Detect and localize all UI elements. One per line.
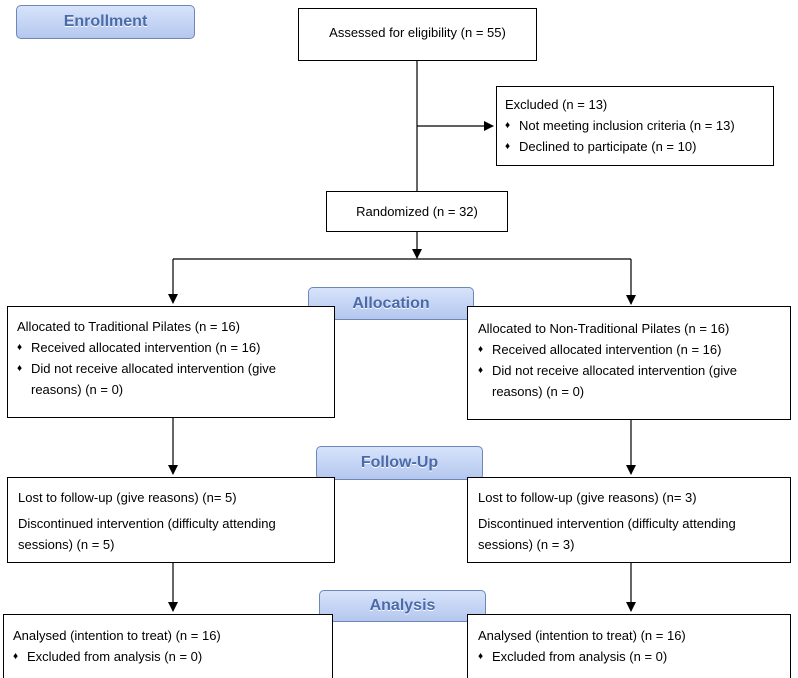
right-allocation-not-received-label: Did not receive allocated intervention (… (492, 363, 737, 399)
randomized-label: Randomized (n = 32) (356, 204, 478, 219)
right-allocation-received: ♦ Received allocated intervention (n = 16… (478, 339, 782, 360)
left-follow-up-discontinued: Discontinued intervention (difficulty at… (18, 516, 276, 552)
right-allocation-received-label: Received allocated intervention (n = 16) (492, 342, 722, 357)
left-analysis-excluded: ♦ Excluded from analysis (n = 0) (13, 646, 324, 667)
assessed-label: Assessed for eligibility (n = 55) (329, 25, 506, 40)
left-allocation-received-label: Received allocated intervention (n = 16) (31, 340, 261, 355)
bullet-icon: ♦ (505, 120, 511, 131)
excluded-item: ♦ Not meeting inclusion criteria (n = 13) (505, 115, 773, 136)
bullet-icon: ♦ (13, 651, 19, 662)
right-analysis-excluded-label: Excluded from analysis (n = 0) (492, 649, 668, 664)
bullet-icon: ♦ (505, 141, 511, 152)
excluded-item-label: Declined to participate (n = 10) (519, 139, 697, 154)
excluded-title: Excluded (n = 13) (505, 97, 608, 112)
right-allocation-title: Allocated to Non-Traditional Pilates (n … (478, 321, 730, 336)
excluded-box: Excluded (n = 13) ♦ Not meeting inclusion… (496, 86, 774, 166)
stage-analysis: Analysis (319, 590, 486, 622)
right-follow-up-lost: Lost to follow-up (give reasons) (n= 3) (478, 490, 697, 505)
stage-follow-up: Follow-Up (316, 446, 483, 480)
randomized-box: Randomized (n = 32) (326, 191, 508, 232)
left-analysis-analysed: Analysed (intention to treat) (n = 16) (13, 628, 221, 643)
left-follow-up-lost: Lost to follow-up (give reasons) (n= 5) (18, 490, 237, 505)
bullet-icon: ♦ (478, 651, 484, 662)
bullet-icon: ♦ (17, 342, 23, 353)
bullet-icon: ♦ (478, 365, 484, 376)
right-analysis-analysed: Analysed (intention to treat) (n = 16) (478, 628, 686, 643)
left-allocation-received: ♦ Received allocated intervention (n = 16… (17, 337, 326, 358)
bullet-icon: ♦ (478, 344, 484, 355)
bullet-icon: ♦ (17, 363, 23, 374)
left-follow-up-box: Lost to follow-up (give reasons) (n= 5) … (7, 477, 335, 563)
right-follow-up-box: Lost to follow-up (give reasons) (n= 3) … (467, 477, 791, 563)
left-allocation-not-received: ♦ Did not receive allocated intervention … (17, 358, 326, 400)
excluded-item: ♦ Declined to participate (n = 10) (505, 136, 773, 157)
left-analysis-box: Analysed (intention to treat) (n = 16) ♦… (3, 614, 333, 678)
right-analysis-box: Analysed (intention to treat) (n = 16) ♦… (467, 614, 791, 678)
stage-enrollment: Enrollment (16, 5, 195, 39)
left-analysis-excluded-label: Excluded from analysis (n = 0) (27, 649, 203, 664)
right-follow-up-discontinued: Discontinued intervention (difficulty at… (478, 516, 736, 552)
left-allocation-not-received-label: Did not receive allocated intervention (… (31, 361, 276, 397)
right-analysis-excluded: ♦ Excluded from analysis (n = 0) (478, 646, 782, 667)
left-allocation-title: Allocated to Traditional Pilates (n = 16… (17, 319, 240, 334)
left-allocation-box: Allocated to Traditional Pilates (n = 16… (7, 306, 335, 418)
right-allocation-not-received: ♦ Did not receive allocated intervention … (478, 360, 782, 402)
right-allocation-box: Allocated to Non-Traditional Pilates (n … (467, 306, 791, 420)
assessed-box: Assessed for eligibility (n = 55) (298, 8, 537, 61)
stage-allocation: Allocation (308, 287, 474, 320)
excluded-item-label: Not meeting inclusion criteria (n = 13) (519, 118, 735, 133)
